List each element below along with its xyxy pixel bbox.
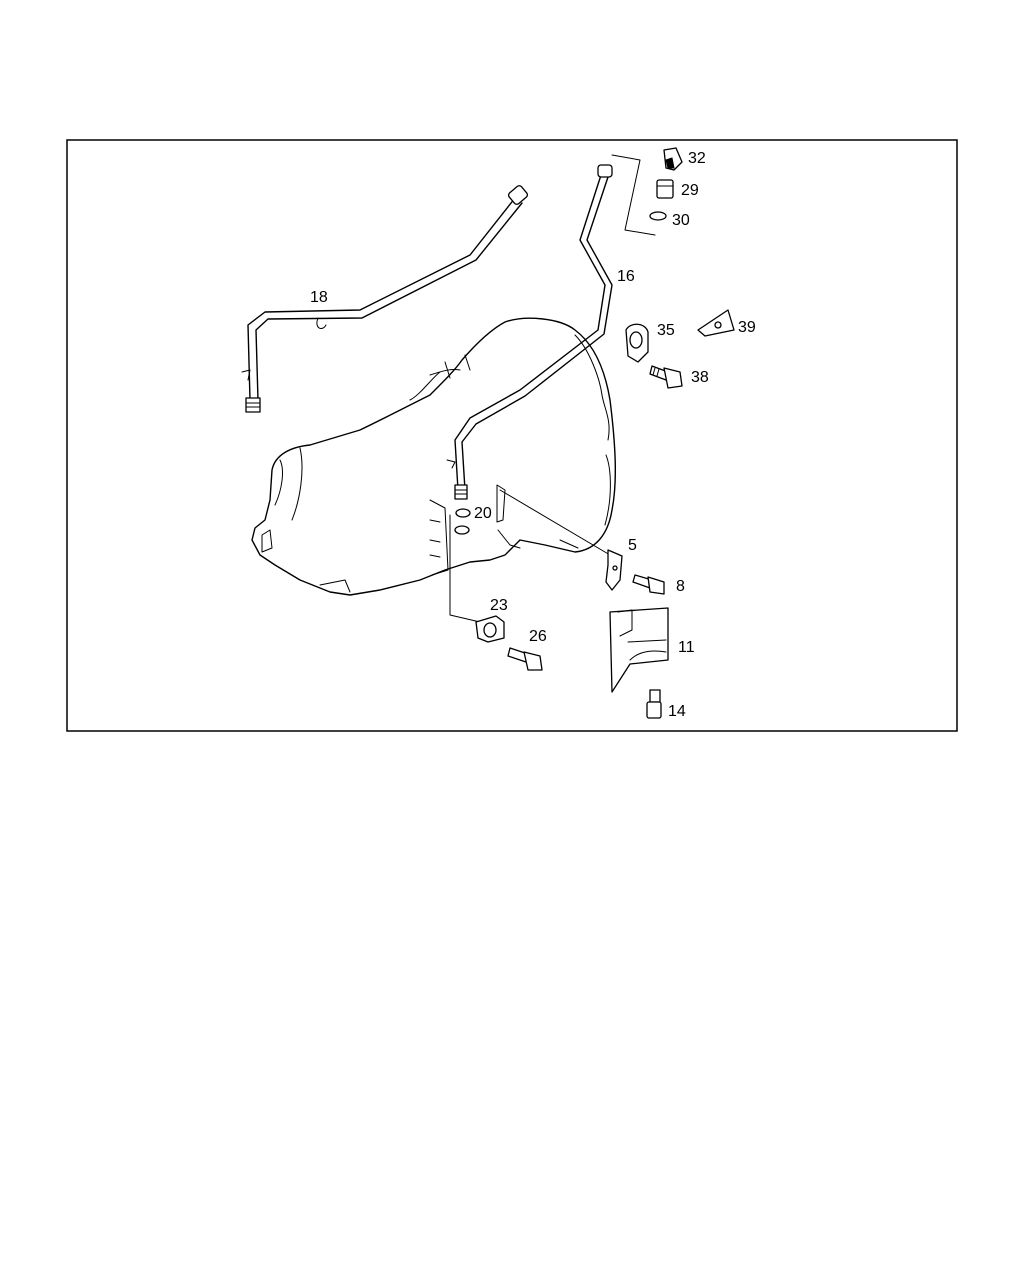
clamp-23 xyxy=(475,615,505,643)
callout-35: 35 xyxy=(657,322,675,339)
callout-18: 18 xyxy=(310,289,328,306)
callout-32: 32 xyxy=(688,150,706,167)
callout-20: 20 xyxy=(474,505,492,522)
callout-5: 5 xyxy=(628,537,637,554)
leader-line-5 xyxy=(499,489,611,556)
group-bracket-29-30-32 xyxy=(611,154,656,236)
bolt-26 xyxy=(507,647,543,671)
dipstick-tube-16 xyxy=(446,164,613,500)
transmission-housing xyxy=(251,317,617,596)
callout-38: 38 xyxy=(691,369,709,386)
cover-plate-11 xyxy=(609,607,669,693)
callout-29: 29 xyxy=(681,182,699,199)
callout-39: 39 xyxy=(738,319,756,336)
bracket-39 xyxy=(697,309,735,337)
callout-11: 11 xyxy=(678,639,695,656)
bracket-5 xyxy=(605,549,623,591)
bolt-8 xyxy=(632,574,665,595)
plug-29 xyxy=(656,179,674,199)
callout-30: 30 xyxy=(672,212,690,229)
cap-32 xyxy=(663,147,683,171)
callout-23: 23 xyxy=(490,597,508,614)
bolt-38 xyxy=(649,365,683,389)
leader-line-23 xyxy=(449,514,481,623)
seal-ring-20 xyxy=(455,508,471,518)
bolt-14 xyxy=(646,689,662,719)
callout-8: 8 xyxy=(676,578,685,595)
diagram-frame xyxy=(66,139,958,732)
fitting-20 xyxy=(454,525,470,535)
clamp-35 xyxy=(625,323,649,363)
fill-pipe-18 xyxy=(241,185,529,413)
callout-16: 16 xyxy=(617,268,635,285)
callout-14: 14 xyxy=(668,703,686,720)
callout-26: 26 xyxy=(529,628,547,645)
seal-ring-30 xyxy=(649,211,667,221)
